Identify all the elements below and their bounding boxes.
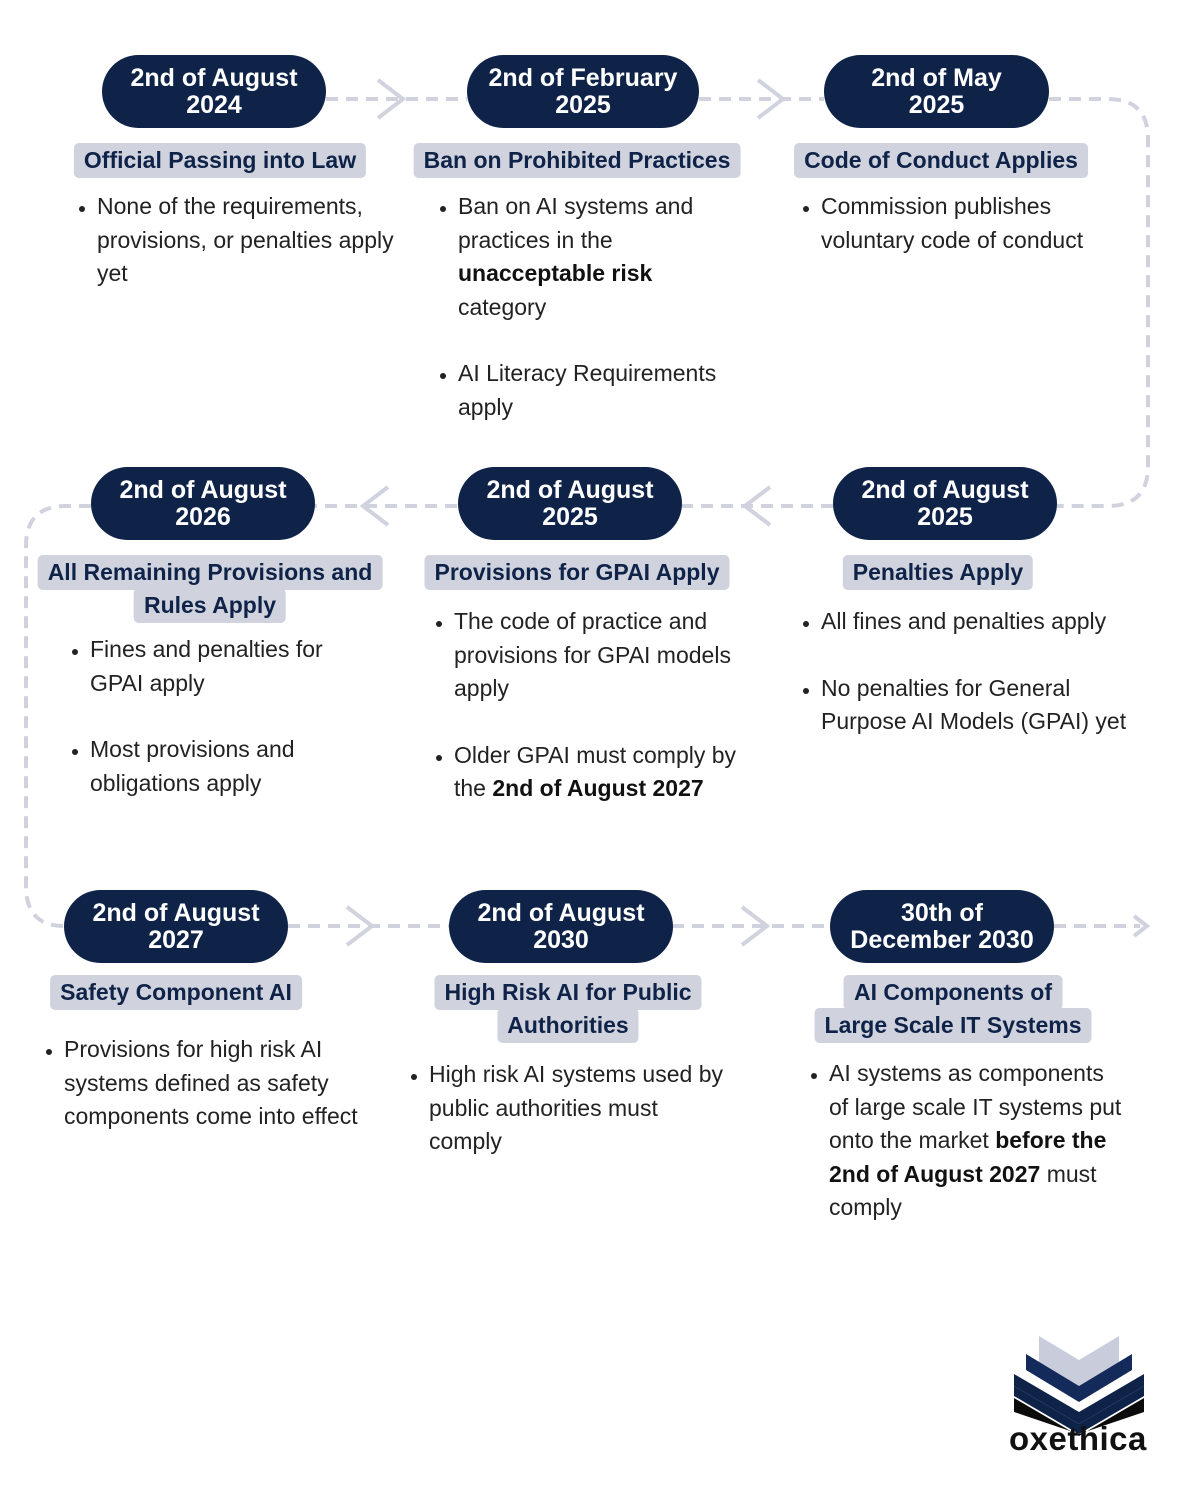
date-line: 2nd of August: [130, 63, 298, 92]
bullet-list: All fines and penalties apply No penalti…: [788, 605, 1131, 739]
list-item: Commission publishes voluntary code of c…: [821, 190, 1121, 257]
milestone-title: AI Components of Large Scale IT Systems: [814, 975, 1092, 1043]
milestone-title: All Remaining Provisions and Rules Apply: [37, 555, 383, 623]
milestone-title: Safety Component AI: [50, 975, 302, 1010]
bullet-list: Ban on AI systems and practices in the u…: [425, 190, 738, 424]
date-line: 2nd of August: [861, 475, 1029, 504]
list-item: Most provisions and obligations apply: [90, 733, 380, 800]
date-pill: 2nd of August 2025: [833, 467, 1057, 540]
list-item: The code of practice and provisions for …: [454, 605, 754, 706]
date-line: 2030: [533, 925, 589, 954]
emphasis: 2nd of August 2027: [492, 775, 704, 801]
date-pill: 2nd of August 2030: [449, 890, 673, 963]
title-line: Rules Apply: [133, 588, 287, 623]
oxethica-logo-icon: [1014, 1336, 1144, 1436]
bullet-list: Fines and penalties for GPAI apply Most …: [57, 633, 380, 800]
list-item: No penalties for General Purpose AI Mode…: [821, 672, 1131, 739]
date-line: 2nd of May: [871, 63, 1002, 92]
milestone-title: Official Passing into Law: [73, 143, 367, 178]
chevron-right-icon: [345, 905, 376, 947]
date-line: 2025: [908, 90, 965, 119]
title-line: Official Passing into Law: [73, 143, 367, 178]
milestone-title: Ban on Prohibited Practices: [413, 143, 741, 178]
date-line: 2027: [148, 925, 204, 954]
list-item: None of the requirements, provisions, or…: [97, 190, 397, 291]
date-pill: 2nd of August 2026: [91, 467, 315, 540]
bullet-list: The code of practice and provisions for …: [421, 605, 754, 806]
milestone-title: Code of Conduct Applies: [794, 143, 1088, 178]
date-line: 2025: [917, 502, 973, 531]
bullet-list: None of the requirements, provisions, or…: [64, 190, 397, 291]
list-item: AI Literacy Requirements apply: [458, 357, 738, 424]
bullet-list: Provisions for high risk AI systems defi…: [31, 1033, 364, 1134]
bullet-list: Commission publishes voluntary code of c…: [788, 190, 1121, 257]
chevron-left-icon: [359, 485, 390, 527]
arrow-right-icon: [1132, 914, 1151, 938]
date-pill: 2nd of May 2025: [824, 55, 1049, 128]
date-pill: 2nd of February 2025: [467, 55, 699, 128]
chevron-left-icon: [741, 485, 772, 527]
logo-wordmark: oxethica: [1009, 1420, 1147, 1457]
list-item: High risk AI systems used by public auth…: [429, 1058, 729, 1159]
title-line: All Remaining Provisions and: [37, 555, 383, 590]
date-line: 2nd of August: [486, 475, 654, 504]
bullet-list: AI systems as components of large scale …: [796, 1057, 1129, 1225]
list-item: Older GPAI must comply by the 2nd of Aug…: [454, 739, 754, 806]
date-line: 2024: [186, 90, 242, 119]
milestone-title: High Risk AI for Public Authorities: [434, 975, 702, 1043]
chevron-right-icon: [756, 78, 787, 120]
list-item: AI systems as components of large scale …: [829, 1057, 1129, 1225]
title-line: Provisions for GPAI Apply: [424, 555, 730, 590]
title-line: Code of Conduct Applies: [794, 143, 1088, 178]
date-pill: 2nd of August 2024: [102, 55, 326, 128]
list-item: Provisions for high risk AI systems defi…: [64, 1033, 364, 1134]
chevron-right-icon: [740, 905, 771, 947]
title-line: Penalties Apply: [842, 555, 1034, 590]
date-line: 2nd of August: [92, 898, 260, 927]
date-line: 2nd of August: [477, 898, 645, 927]
milestone-title: Penalties Apply: [842, 555, 1034, 590]
date-line: December 2030: [850, 925, 1034, 954]
milestone-title: Provisions for GPAI Apply: [424, 555, 730, 590]
date-line: 2025: [542, 502, 598, 531]
title-line: Authorities: [497, 1008, 639, 1043]
bullet-list: High risk AI systems used by public auth…: [396, 1058, 729, 1159]
list-item: All fines and penalties apply: [821, 605, 1131, 639]
list-item: Ban on AI systems and practices in the u…: [458, 190, 738, 324]
date-line: 2026: [175, 502, 231, 531]
date-pill: 2nd of August 2027: [64, 890, 288, 963]
title-line: High Risk AI for Public: [434, 975, 702, 1010]
title-line: Large Scale IT Systems: [814, 1008, 1092, 1043]
emphasis: before the 2nd of August 2027: [829, 1127, 1107, 1187]
date-line: 2nd of August: [119, 475, 287, 504]
title-line: AI Components of: [843, 975, 1063, 1010]
emphasis: unacceptable risk: [458, 260, 653, 286]
list-item: Fines and penalties for GPAI apply: [90, 633, 380, 700]
date-pill: 2nd of August 2025: [458, 467, 682, 540]
date-line: 2025: [555, 90, 611, 119]
date-line: 2nd of February: [488, 63, 678, 92]
chevron-right-icon: [376, 78, 407, 120]
date-line: 30th of: [901, 898, 983, 927]
title-line: Safety Component AI: [50, 975, 302, 1010]
title-line: Ban on Prohibited Practices: [413, 143, 741, 178]
date-pill: 30th of December 2030: [830, 890, 1054, 963]
